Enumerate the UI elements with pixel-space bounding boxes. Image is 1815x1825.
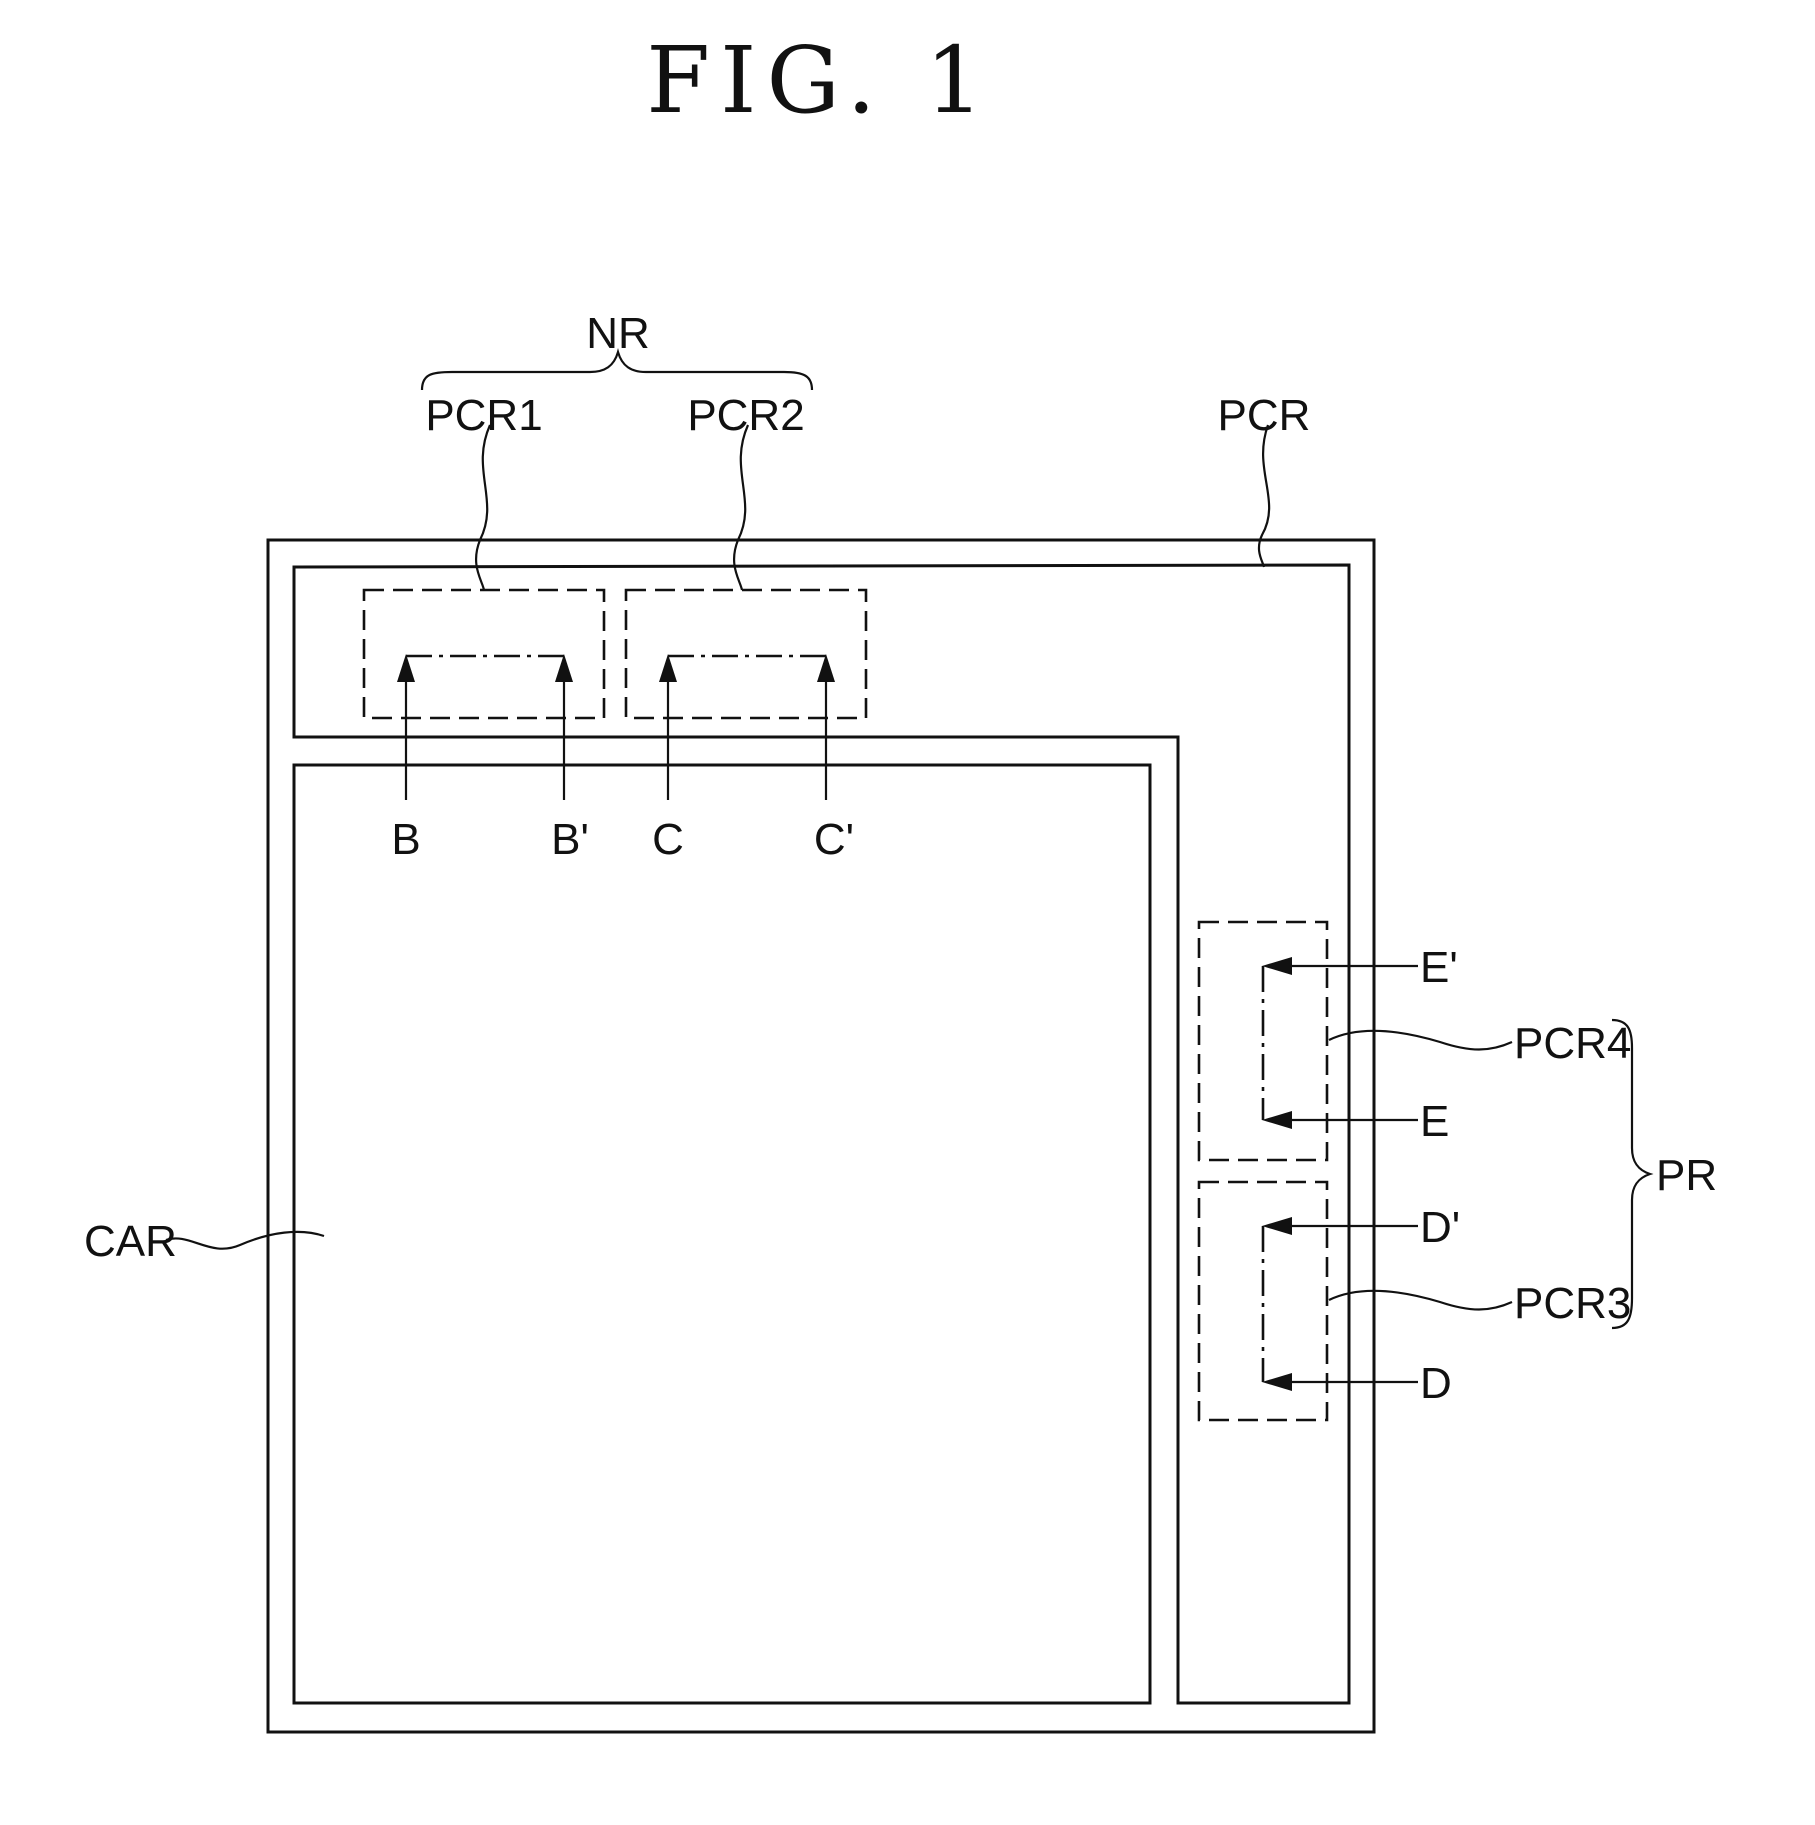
label-pcr2: PCR2	[687, 391, 804, 440]
arrowhead-b-prime	[555, 654, 573, 682]
label-pcr3: PCR3	[1514, 1279, 1631, 1328]
marker-d-prime: D'	[1420, 1203, 1460, 1252]
arrowhead-b	[397, 654, 415, 682]
leader-pcr3	[1329, 1291, 1512, 1310]
arrowhead-e-prime	[1262, 957, 1292, 975]
marker-b: B	[391, 815, 420, 864]
marker-b-prime: B'	[551, 815, 589, 864]
section-line-e-e-prime	[1262, 957, 1418, 1129]
cell-array-region	[294, 765, 1150, 1703]
arrowhead-d	[1262, 1373, 1292, 1391]
marker-d: D	[1420, 1359, 1452, 1408]
leader-pcr	[1259, 425, 1269, 567]
label-pcr: PCR	[1218, 391, 1311, 440]
arrowhead-c-prime	[817, 654, 835, 682]
arrowhead-d-prime	[1262, 1217, 1292, 1235]
section-line-c-c-prime	[659, 654, 835, 800]
leader-car	[166, 1232, 324, 1249]
peripheral-circuit-region-outline	[294, 565, 1349, 1703]
label-pcr1: PCR1	[425, 391, 542, 440]
figure-title: FIG. 1	[646, 27, 993, 134]
section-line-d-d-prime	[1262, 1217, 1418, 1391]
pcr3-region	[1199, 1182, 1327, 1420]
label-car: CAR	[84, 1217, 177, 1266]
section-line-b-b-prime	[397, 654, 573, 800]
marker-e: E	[1420, 1097, 1449, 1146]
pcr2-region	[626, 590, 866, 718]
marker-e-prime: E'	[1420, 943, 1458, 992]
arrowhead-e	[1262, 1111, 1292, 1129]
pcr4-region	[1199, 922, 1327, 1160]
pcr1-region	[364, 590, 604, 718]
arrowhead-c	[659, 654, 677, 682]
leader-pcr4	[1329, 1031, 1512, 1050]
label-pr: PR	[1656, 1151, 1717, 1200]
label-nr: NR	[586, 309, 650, 358]
label-pcr4: PCR4	[1514, 1019, 1631, 1068]
marker-c: C	[652, 815, 684, 864]
marker-c-prime: C'	[814, 815, 854, 864]
